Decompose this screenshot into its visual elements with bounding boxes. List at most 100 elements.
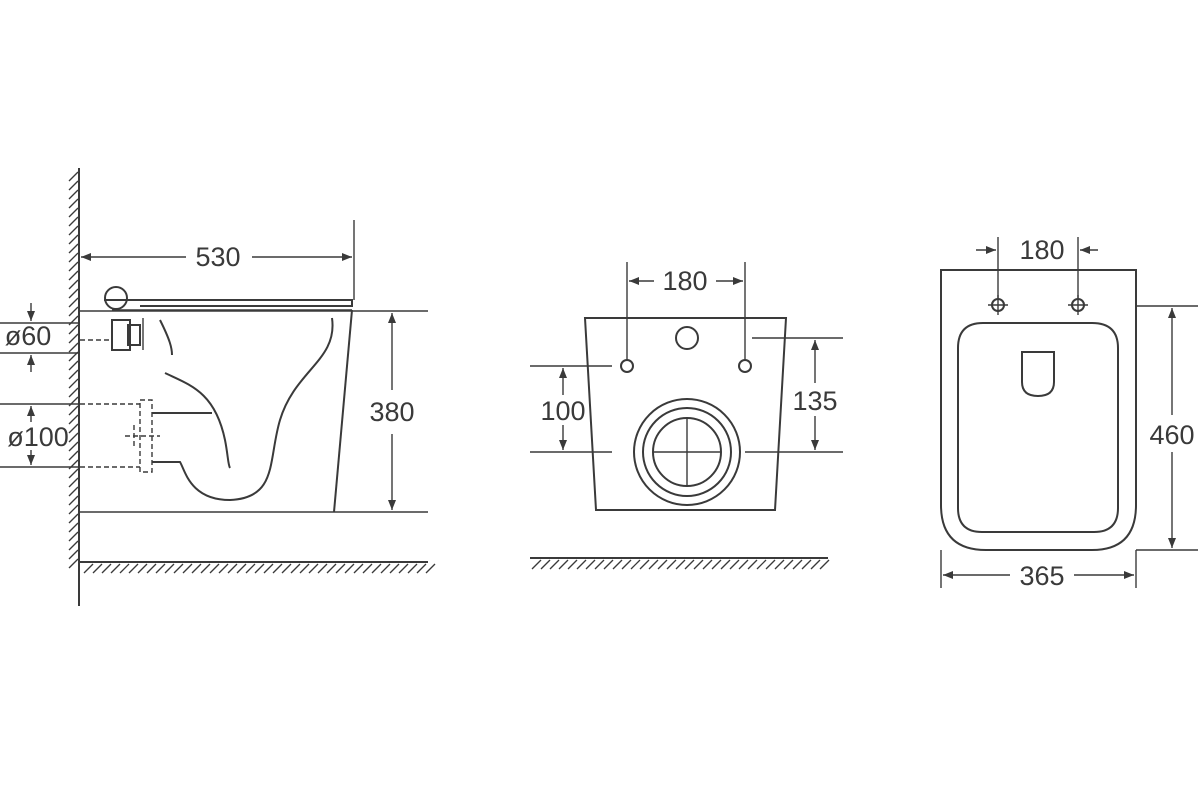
hatch-mark [344, 563, 355, 574]
hatch-mark [68, 324, 79, 335]
hatch-mark [801, 559, 812, 570]
hatch-mark [182, 563, 193, 574]
hatch-mark [425, 563, 436, 574]
hatch-mark [101, 563, 112, 574]
hatch-mark [68, 360, 79, 371]
hatch-mark [693, 559, 704, 570]
hatch-mark [765, 559, 776, 570]
hatch-mark [68, 342, 79, 353]
hatch-mark [137, 563, 148, 574]
hatch-mark [68, 477, 79, 488]
wall-hatch [68, 171, 79, 569]
hatch-mark [810, 559, 821, 570]
hatch-mark [657, 559, 668, 570]
bowl-front [333, 309, 353, 513]
hatch-mark [68, 504, 79, 515]
hatch-mark [68, 288, 79, 299]
dim-100-label: 100 [540, 396, 585, 426]
side-view: 530 380 ø60 ø100 [0, 168, 436, 606]
hatch-mark [110, 563, 121, 574]
hatch-mark [353, 563, 364, 574]
hatch-mark [92, 563, 103, 574]
hatch-mark [362, 563, 373, 574]
hatch-mark [684, 559, 695, 570]
floor-hatch [531, 559, 830, 570]
hatch-mark [68, 306, 79, 317]
hatch-mark [68, 405, 79, 416]
hatch-mark [68, 234, 79, 245]
hatch-mark [68, 387, 79, 398]
hatch-mark [335, 563, 346, 574]
hatch-mark [272, 563, 283, 574]
hatch-mark [630, 559, 641, 570]
hatch-mark [173, 563, 184, 574]
hatch-mark [281, 563, 292, 574]
outlet-outer-ring [633, 398, 741, 506]
outlet-pipe [80, 403, 140, 468]
hatch-mark [68, 549, 79, 560]
hatch-mark [83, 563, 94, 574]
hatch-mark [200, 563, 211, 574]
hatch-mark [245, 563, 256, 574]
hatch-mark [68, 378, 79, 389]
bolt-hole-right [738, 359, 752, 373]
hatch-mark [299, 563, 310, 574]
bowl-front-outline [583, 317, 788, 511]
hatch-mark [68, 216, 79, 227]
hatch-mark [675, 559, 686, 570]
hatch-mark [819, 559, 830, 570]
seat-lid [104, 299, 353, 307]
inlet-fitting [111, 319, 131, 351]
hatch-mark [603, 559, 614, 570]
hatch-mark [68, 540, 79, 551]
hatch-mark [68, 243, 79, 254]
hatch-mark [68, 495, 79, 506]
bowl-inner-curve [152, 317, 334, 502]
hatch-mark [648, 559, 659, 570]
hatch-mark [68, 171, 79, 182]
hatch-mark [68, 513, 79, 524]
hatch-mark [317, 563, 328, 574]
hatch-mark [540, 559, 551, 570]
hatch-mark [128, 563, 139, 574]
hatch-mark [68, 198, 79, 209]
hatch-mark [371, 563, 382, 574]
hatch-mark [119, 563, 130, 574]
hatch-mark [747, 559, 758, 570]
hatch-mark [531, 559, 542, 570]
hatch-mark [68, 468, 79, 479]
front-view: 180 100 135 [530, 262, 843, 570]
dim-530-label: 530 [195, 242, 240, 272]
hatch-mark [558, 559, 569, 570]
hinge [104, 286, 128, 310]
hatch-mark [594, 559, 605, 570]
floor-hatch [83, 563, 436, 574]
top-view: 180 460 365 [940, 235, 1198, 591]
hatch-mark [711, 559, 722, 570]
hatch-mark [164, 563, 175, 574]
hatch-mark [68, 369, 79, 380]
hatch-mark [666, 559, 677, 570]
dim-135-label: 135 [792, 386, 837, 416]
hatch-mark [146, 563, 157, 574]
dim-60-label: ø60 [5, 321, 52, 351]
hatch-mark [576, 559, 587, 570]
bowl-outer-outline [940, 269, 1137, 551]
drain-opening [1021, 351, 1055, 398]
hatch-mark [68, 261, 79, 272]
hatch-mark [783, 559, 794, 570]
hatch-mark [639, 559, 650, 570]
hatch-mark [227, 563, 238, 574]
hatch-mark [68, 450, 79, 461]
hatch-mark [756, 559, 767, 570]
hatch-mark [612, 559, 623, 570]
dim-380-label: 380 [369, 397, 414, 427]
inlet-connector [127, 324, 141, 346]
outlet-mid-ring [642, 407, 732, 497]
hatch-mark [68, 414, 79, 425]
hatch-mark [68, 270, 79, 281]
hatch-mark [549, 559, 560, 570]
hatch-mark [68, 441, 79, 452]
hatch-mark [729, 559, 740, 570]
dim-180-label: 180 [662, 266, 707, 296]
